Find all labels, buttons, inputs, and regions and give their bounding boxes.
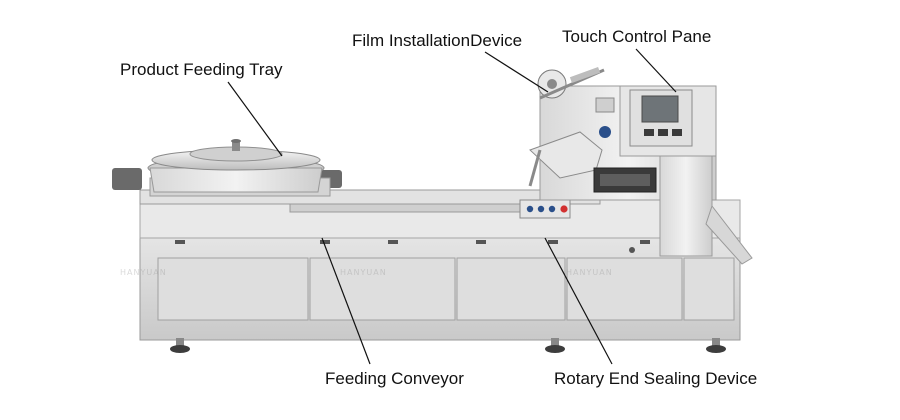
label-touch-control-pane: Touch Control Pane [562, 27, 712, 46]
film-installation-device [537, 67, 615, 138]
feeding-tray-assembly [112, 139, 342, 197]
watermark: HANYUAN [340, 268, 387, 277]
label-rotary-end-sealing-device: Rotary End Sealing Device [554, 369, 758, 388]
leader-lines [227, 48, 677, 365]
rotary-end-sealer [593, 155, 753, 265]
label-film-installation-device: Film InstallationDevice [352, 31, 523, 50]
button-panel [526, 205, 568, 213]
label-feeding-conveyor: Feeding Conveyor [325, 369, 464, 388]
leader-film-installation-device [484, 51, 549, 93]
film-former [528, 131, 603, 187]
leader-rotary-end-sealing [544, 237, 613, 365]
machine-feet [170, 338, 726, 353]
leader-product-feeding-tray [227, 81, 283, 157]
base-cabinet [139, 199, 741, 341]
label-product-feeding-tray: Product Feeding Tray [120, 60, 283, 79]
leader-feeding-conveyor [321, 237, 371, 365]
leader-touch-control-pane [635, 48, 677, 93]
watermark: HANYUAN [120, 268, 167, 277]
touch-control-panel [629, 89, 693, 147]
watermark: HANYUAN [566, 268, 613, 277]
